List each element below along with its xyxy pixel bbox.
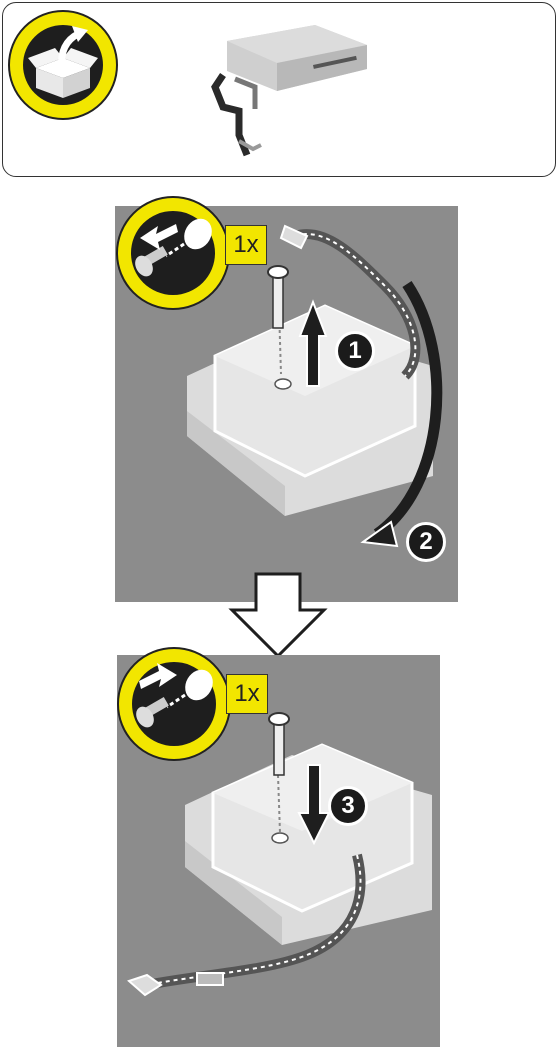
step-callout-3: 3 (328, 786, 368, 826)
step-callout-2: 2 (406, 522, 446, 562)
screw-quantity-tag-2: 1x (226, 674, 268, 714)
down-arrow-icon (228, 570, 328, 660)
unbox-icon (8, 10, 118, 120)
screw-remove-icon (116, 196, 230, 310)
screw-quantity-tag: 1x (225, 225, 267, 265)
screw-install-icon (117, 647, 231, 761)
option-unit-photo (205, 15, 375, 165)
step-callout-1: 1 (335, 331, 375, 371)
